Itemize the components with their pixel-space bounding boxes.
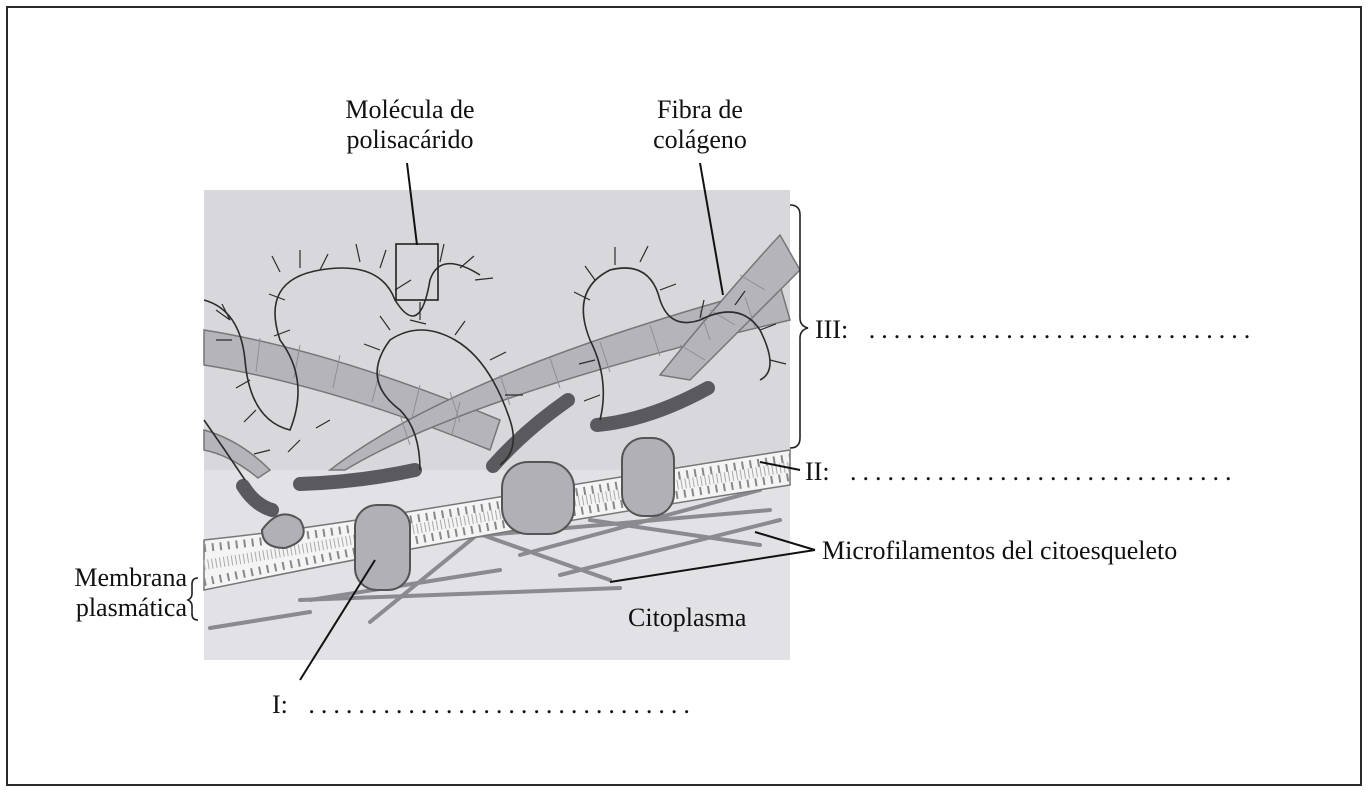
blank-III-dots: ............................... xyxy=(869,315,1257,344)
membrane-label-line2: plasmática xyxy=(45,593,187,623)
cytoplasm-label: Citoplasma xyxy=(628,603,746,633)
blank-I: I: ............................... xyxy=(272,690,696,720)
polysaccharide-label: Molécula de polisacárido xyxy=(320,95,500,155)
collagen-label-line2: colágeno xyxy=(615,125,785,155)
polysaccharide-label-line1: Molécula de xyxy=(320,95,500,125)
blank-II: II: ............................... xyxy=(805,457,1238,487)
membrane-label: Membrana plasmática xyxy=(45,563,187,623)
polysaccharide-label-line2: polisacárido xyxy=(320,125,500,155)
collagen-label: Fibra de colágeno xyxy=(615,95,785,155)
blank-III-label: III: xyxy=(815,315,848,344)
blank-I-label: I: xyxy=(272,690,288,719)
matrix-bracket xyxy=(790,205,808,448)
blank-II-label: II: xyxy=(805,457,830,486)
collagen-label-line1: Fibra de xyxy=(615,95,785,125)
membrane-label-line1: Membrana xyxy=(45,563,187,593)
blank-I-dots: ............................... xyxy=(308,690,696,719)
microfilaments-label: Microfilamentos del citoesqueleto xyxy=(822,536,1177,566)
blank-II-dots: ............................... xyxy=(850,457,1238,486)
blank-III: III: ............................... xyxy=(815,315,1256,345)
membrane-bracket xyxy=(188,578,198,620)
